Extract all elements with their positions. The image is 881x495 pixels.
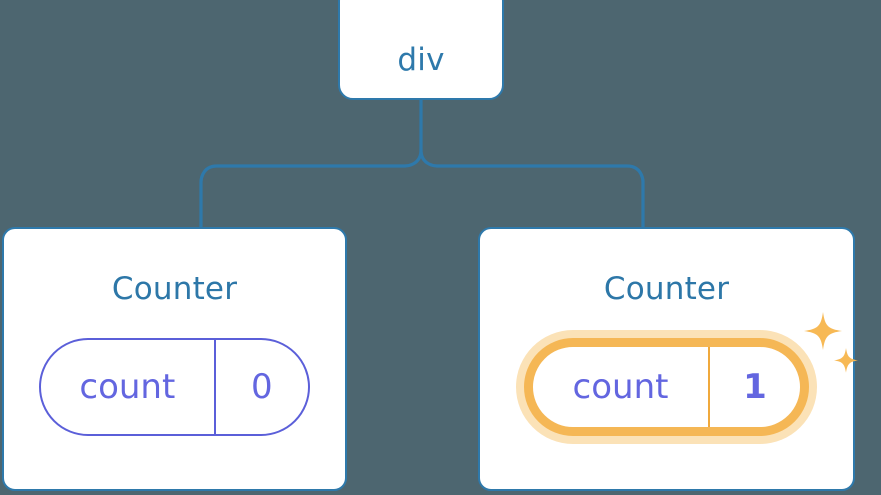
root-node-label: div	[397, 42, 445, 78]
state-pill[interactable]: count 0	[39, 338, 310, 436]
component-card-counter-right[interactable]: Counter count 1	[478, 227, 858, 491]
component-card-counter-left[interactable]: Counter count 0	[2, 227, 347, 491]
state-key-cell: count	[533, 347, 708, 427]
component-title: Counter	[603, 271, 730, 307]
state-value-cell: 1	[708, 347, 800, 427]
sparkle-small-icon	[834, 348, 858, 373]
sparkle-large-icon	[804, 312, 842, 350]
connector-to-left-child	[199, 148, 423, 229]
state-pill-wrapper: count 0	[39, 338, 310, 436]
state-pill-wrapper: count 1	[524, 312, 858, 436]
state-key-cell: count	[41, 340, 214, 434]
state-value-label: 1	[743, 367, 767, 407]
state-key-label: count	[572, 367, 669, 407]
root-node-div[interactable]: div	[338, 0, 504, 100]
state-pill-highlighted[interactable]: count 1	[524, 338, 809, 436]
connector-to-right-child	[419, 148, 645, 229]
state-value-cell: 0	[213, 340, 308, 434]
state-key-label: count	[79, 367, 176, 407]
component-title: Counter	[111, 271, 238, 307]
state-value-label: 0	[251, 367, 273, 407]
sparkle-group	[804, 312, 858, 373]
